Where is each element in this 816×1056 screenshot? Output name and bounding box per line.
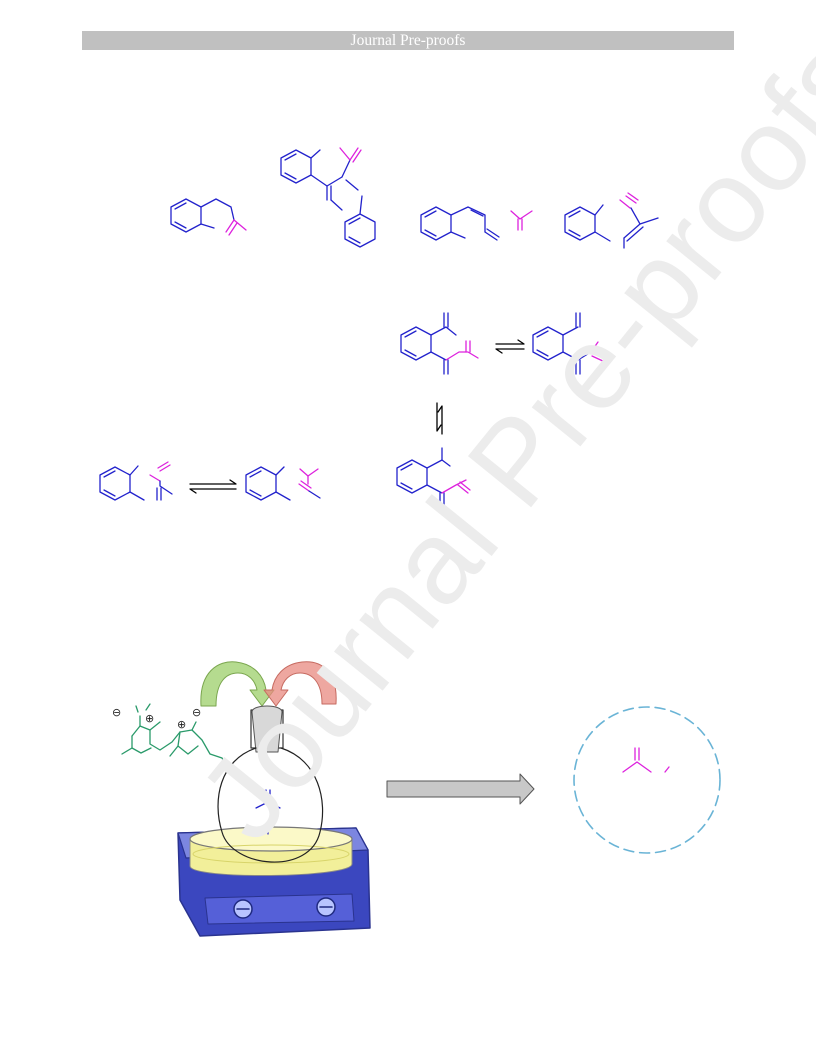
anion-charge-1: ⊖ (112, 706, 121, 719)
benzene-ring (564, 206, 596, 241)
structure-2 (280, 147, 376, 248)
equilibrium-arrow-horizontal (495, 339, 525, 354)
tautomer-a (400, 312, 479, 375)
benzene-ring (532, 326, 564, 361)
benzene-ring (344, 213, 376, 248)
cation-charge-2: ⊕ (177, 718, 186, 731)
benzene-ring (245, 466, 277, 501)
benzene-ring (396, 459, 428, 494)
structure-left-a (99, 461, 173, 501)
tautomer-b (532, 312, 606, 375)
equilibrium-arrow-vertical (436, 402, 443, 435)
tautomer-c (396, 447, 471, 508)
structure-3 (420, 206, 533, 241)
round-bottom-flask (217, 705, 324, 863)
ionic-liquid-structure (121, 703, 231, 773)
product-circle (573, 706, 721, 854)
structure-1 (170, 198, 247, 236)
structure-left-b (245, 466, 321, 501)
benzene-ring (280, 149, 312, 184)
equilibrium-arrow-left (189, 479, 237, 494)
red-curved-arrow (263, 661, 337, 707)
oil-bath (189, 826, 353, 876)
journal-header-title: Journal Pre-proofs (350, 32, 466, 49)
cation-charge-1: ⊕ (145, 712, 154, 725)
journal-header-bar: Journal Pre-proofs (82, 31, 734, 50)
benzene-ring (170, 198, 202, 233)
structure-4 (564, 192, 659, 249)
process-arrow (386, 773, 535, 805)
flask-contents-structure (255, 789, 281, 809)
benzene-ring (99, 466, 131, 501)
anion-charge-2: ⊖ (192, 706, 201, 719)
benzene-ring (400, 326, 432, 361)
benzene-ring (420, 206, 452, 241)
green-curved-arrow (200, 661, 275, 707)
ionic-liquid-charges: ⊖ ⊕ ⊕ ⊖ (112, 706, 201, 731)
